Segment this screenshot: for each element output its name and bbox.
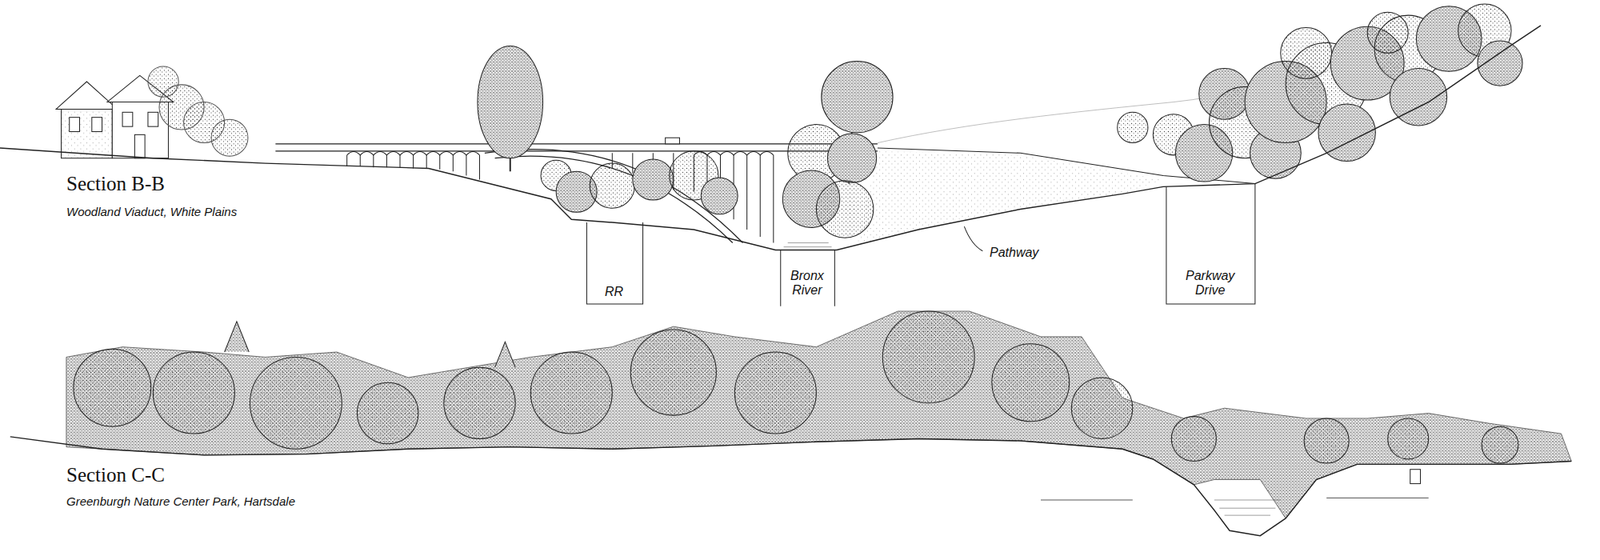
drawing-stroke	[1388, 418, 1429, 460]
drawing-stroke	[66, 311, 1572, 519]
drawing-stroke	[275, 144, 878, 152]
drawing-stroke	[69, 117, 80, 132]
drawing-stroke	[148, 66, 179, 97]
drawing-stroke	[56, 81, 118, 109]
section-subtitle: Woodland Viaduct, White Plains	[66, 204, 237, 219]
drawing-stroke	[784, 243, 832, 248]
drawing-stroke	[1481, 426, 1519, 464]
drawing-stroke	[821, 61, 893, 133]
drawing-stroke	[856, 151, 1164, 245]
drawing-stroke	[249, 356, 342, 449]
drawing-stroke	[134, 134, 145, 158]
drawing-stroke	[589, 163, 635, 208]
drawing-stroke	[665, 137, 680, 144]
section-c-c	[10, 311, 1572, 536]
drawing-stroke	[122, 112, 133, 127]
drawing-stroke	[61, 107, 113, 159]
drawing-stroke	[484, 149, 744, 244]
drawing-stroke	[152, 352, 235, 434]
drawing-stroke	[734, 352, 816, 434]
drawing-stroke	[10, 436, 1572, 536]
drawing-stroke	[224, 321, 516, 368]
drawing-stroke	[1040, 497, 1429, 500]
drawing-stroke	[444, 367, 516, 439]
section-title: Section C-C	[66, 464, 165, 488]
drawing-stroke	[73, 348, 152, 427]
dimension-label: RR	[603, 284, 625, 300]
drawing-stroke	[477, 45, 544, 158]
drawing-stroke	[148, 112, 159, 127]
section-b-b	[0, 4, 1541, 307]
drawing-stroke	[1171, 416, 1216, 461]
drawing-stroke	[1166, 184, 1256, 305]
drawing-stroke	[816, 180, 873, 238]
drawing-stroke	[586, 222, 643, 304]
section-subtitle: Greenburgh Nature Center Park, Hartsdale	[66, 494, 296, 508]
drawing-stroke	[992, 344, 1070, 422]
section-title: Section B-B	[66, 172, 165, 196]
drawing-stroke	[1214, 500, 1281, 516]
drawing-stroke	[347, 151, 480, 155]
drawing-stroke	[1304, 418, 1349, 464]
drawing-stroke	[1410, 469, 1421, 484]
drawing-stroke	[630, 329, 716, 416]
drawing-stroke	[0, 25, 1541, 251]
drawing-stroke	[882, 311, 975, 404]
drawing-stroke	[530, 352, 612, 434]
drawing-stroke	[1117, 112, 1148, 143]
drawing-stroke	[356, 382, 419, 444]
drawing-stroke	[92, 117, 103, 132]
dimension-label: Parkway Drive	[1184, 268, 1236, 299]
dimension-label: Bronx River	[788, 268, 826, 299]
drawing-stroke	[827, 133, 876, 183]
drawing-stroke	[964, 226, 983, 252]
drawing-stroke	[700, 177, 738, 215]
drawing-stroke	[780, 249, 836, 306]
drawing-stroke	[1071, 377, 1133, 440]
drawing-stroke	[211, 119, 248, 156]
callout-label: Pathway	[988, 245, 1040, 260]
drawing-stroke	[632, 159, 674, 200]
